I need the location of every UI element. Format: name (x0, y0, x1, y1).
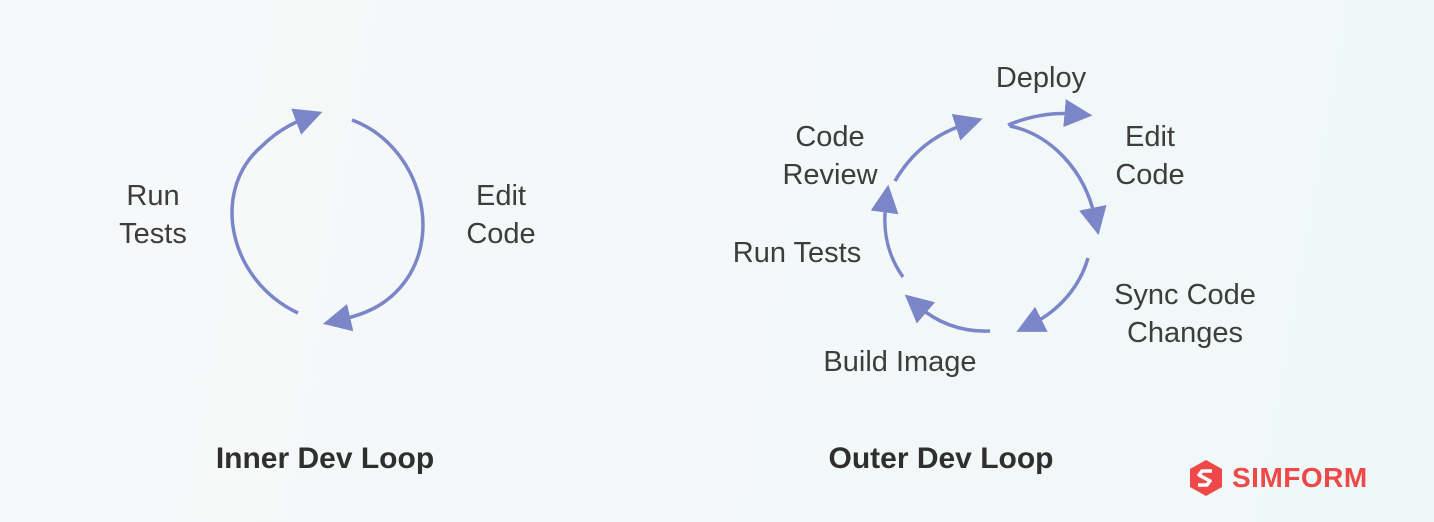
inner-step-edit-code: Edit Code (466, 180, 536, 250)
outer-step-build-image: Build Image (823, 346, 977, 378)
simform-logo-icon (1190, 460, 1222, 496)
outer-step-deploy: Deploy (995, 62, 1087, 94)
outer-arc-review (893, 113, 983, 182)
outer-step-sync-code-changes: Sync Code Changes (1114, 279, 1256, 349)
outer-step-edit-code: Edit Code (1115, 121, 1185, 191)
outer-arc-sync (1016, 257, 1090, 332)
outer-arc-edit-code (1009, 124, 1107, 236)
outer-arc-deploy (1007, 99, 1093, 128)
simform-logo: SIMFORM (1186, 456, 1368, 500)
inner-loop-title: Inner Dev Loop (215, 442, 435, 475)
outer-step-run-tests: Run Tests (732, 237, 862, 269)
inner-step-run-tests: Run Tests (119, 180, 187, 250)
outer-arc-run-tests (870, 184, 905, 279)
outer-step-code-review: Code Review (782, 121, 878, 191)
inner-arc-left (230, 108, 323, 315)
outer-loop-title: Outer Dev Loop (828, 442, 1054, 475)
simform-logo-text: SIMFORM (1232, 462, 1368, 493)
inner-arc-right (322, 118, 425, 332)
outer-arc-build (904, 294, 991, 333)
